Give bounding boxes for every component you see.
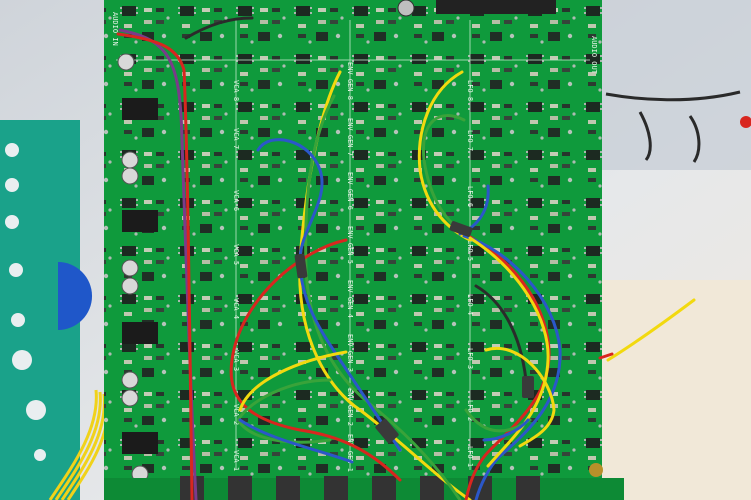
silk-env-4: ENV GEN 4 — [346, 280, 354, 318]
wire-yellow-4 — [468, 236, 550, 468]
env-label-column: ENV GEN 8 ENV GEN 7 ENV GEN 6 ENV GEN 5 … — [346, 62, 354, 472]
wire-blue-2 — [238, 418, 354, 464]
standoff — [589, 463, 603, 477]
lfo-label-column: LFO 8 LFO 7 LFO 6 LFO 5 LFO 4 LFO 3 LFO … — [466, 80, 474, 467]
silk-lfo-6: LFO 6 — [466, 186, 474, 207]
wire-green-2 — [236, 378, 332, 444]
silk-audio-in: AUDIO IN — [111, 12, 119, 46]
wire-yellow-desk — [606, 298, 696, 362]
silk-env-2: ENV GEN 2 — [346, 388, 354, 426]
wire-black-2 — [474, 284, 528, 382]
wire-green-3 — [422, 114, 470, 238]
silk-vca-3: VCA 3 — [232, 350, 240, 371]
silk-lfo-5: LFO 5 — [466, 240, 474, 261]
silk-lfo-1: LFO 1 — [466, 446, 474, 467]
silkscreen: AUDIO IN VCA 8 VCA 7 VCA 6 VCA 5 VCA 4 V… — [111, 12, 598, 472]
silk-env-7: ENV GEN 7 — [346, 118, 354, 156]
vca-label-column: VCA 8 VCA 7 VCA 6 VCA 5 VCA 4 VCA 3 VCA … — [232, 80, 240, 471]
wire-yellow-2 — [238, 350, 348, 412]
silk-env-5: ENV GEN 5 — [346, 226, 354, 264]
wire-red-2 — [229, 238, 402, 482]
silk-vca-7: VCA 7 — [232, 128, 240, 149]
silk-env-1: ENV GEN 1 — [346, 434, 354, 472]
background-box — [600, 0, 751, 170]
silk-env-8: ENV GEN 8 — [346, 62, 354, 100]
silk-vca-2: VCA 2 — [232, 404, 240, 425]
jack-row — [104, 476, 624, 500]
silk-vca-1: VCA 1 — [232, 450, 240, 471]
heat-shrink-sleeves — [294, 221, 534, 444]
background-cables — [605, 90, 741, 163]
wire-blue-4 — [462, 234, 562, 500]
silk-lfo-2: LFO 2 — [466, 400, 474, 421]
silk-lfo-7: LFO 7 — [466, 130, 474, 151]
silk-vca-5: VCA 5 — [232, 244, 240, 265]
wire-blue-5 — [482, 418, 530, 442]
silk-lfo-8: LFO 8 — [466, 80, 474, 101]
wire-black-top — [184, 16, 254, 40]
trimmer — [397, 0, 415, 17]
silk-lfo-3: LFO 3 — [466, 348, 474, 369]
top-connector — [436, 0, 556, 14]
silk-vca-4: VCA 4 — [232, 298, 240, 319]
silk-vca-6: VCA 6 — [232, 190, 240, 211]
silk-vca-8: VCA 8 — [232, 80, 240, 101]
wire-green-1 — [304, 94, 462, 500]
desk-surface — [600, 280, 751, 500]
blue-disc — [58, 262, 93, 331]
wire-red-left — [116, 32, 194, 500]
silk-env-3: ENV GEN 3 — [346, 334, 354, 372]
wire-yellow-5 — [484, 346, 556, 448]
wire-red-desk — [598, 352, 614, 360]
silk-env-6: ENV GEN 6 — [346, 172, 354, 210]
silk-audio-out: AUDIO OUT — [590, 36, 598, 75]
red-cap — [740, 116, 751, 128]
silk-lfo-4: LFO 4 — [466, 294, 474, 315]
